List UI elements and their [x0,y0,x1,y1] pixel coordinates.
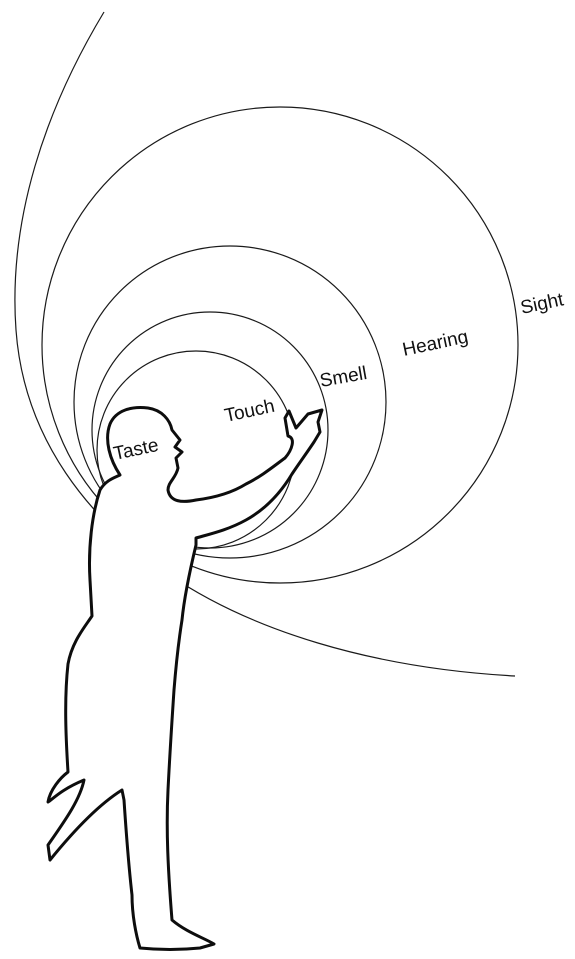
label-touch: Touch [223,396,277,427]
human-figure [48,408,322,950]
figure-body-outline [48,408,322,950]
label-sight: Sight [519,289,566,319]
label-hearing: Hearing [401,327,470,361]
label-smell: Smell [318,363,368,392]
